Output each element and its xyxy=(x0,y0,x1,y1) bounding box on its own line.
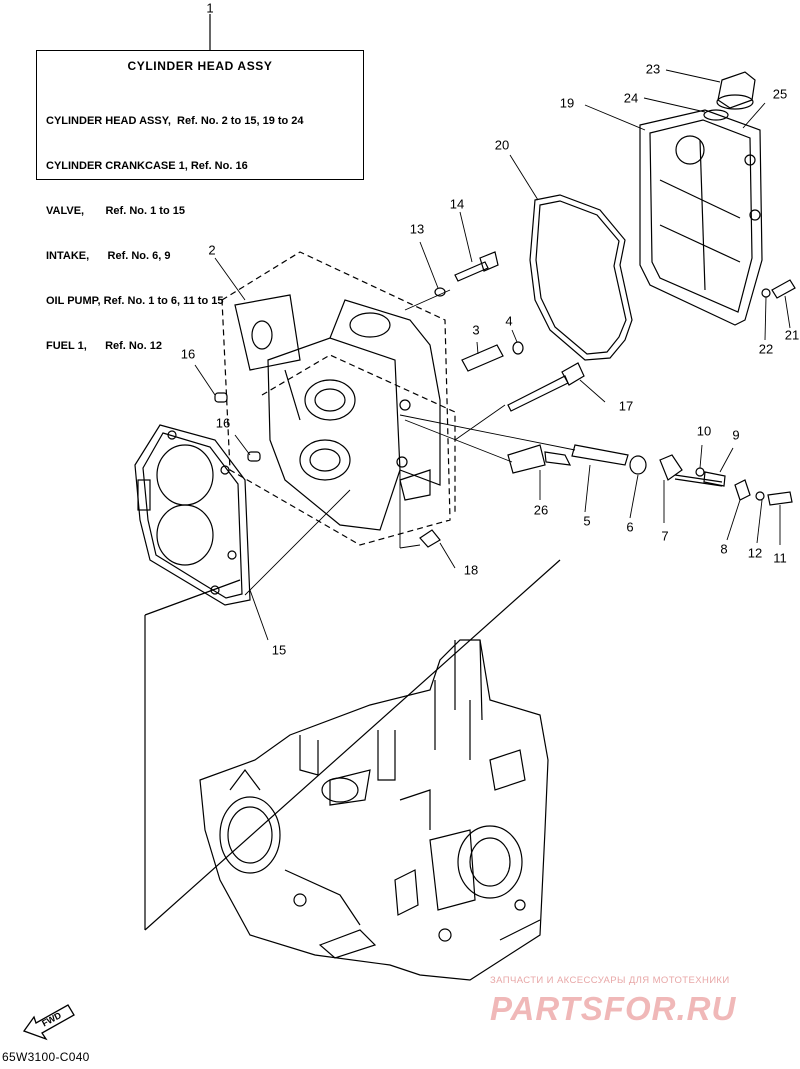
dowel-pin-lower xyxy=(247,451,261,462)
cap-4 xyxy=(512,341,524,355)
diagram-code: 65W3100-C040 xyxy=(2,1050,90,1064)
callout-14: 14 xyxy=(449,196,465,212)
leader-lines xyxy=(194,69,791,641)
watermark-tagline: ЗАПЧАСТИ И АКСЕССУАРЫ ДЛЯ МОТОТЕХНИКИ xyxy=(490,975,730,986)
callout-20: 20 xyxy=(494,137,510,153)
callout-1: 1 xyxy=(206,0,214,16)
bolt-14 xyxy=(454,261,489,282)
bolt-17 xyxy=(507,375,569,412)
legend-box: CYLINDER HEAD ASSY CYLINDER HEAD ASSY, R… xyxy=(36,50,364,352)
callout-17: 17 xyxy=(618,398,634,414)
fwd-arrow-icon: FWD xyxy=(22,1004,75,1041)
callout-15: 15 xyxy=(271,642,287,658)
cover-gasket xyxy=(529,194,633,361)
alignment-line-right xyxy=(144,559,561,931)
spark-plug xyxy=(507,444,546,474)
watermark-logo: PARTSFOR.RU xyxy=(490,990,737,1027)
legend-title: CYLINDER HEAD ASSY xyxy=(127,59,273,73)
alignment-line-top xyxy=(144,579,241,616)
dowel-pin-upper xyxy=(214,392,228,403)
callout-19: 19 xyxy=(559,95,575,111)
washer-22 xyxy=(761,288,771,298)
callout-12: 12 xyxy=(747,545,763,561)
fwd-arrow-badge: FWD xyxy=(20,995,80,1048)
legend-lines: CYLINDER HEAD ASSY, Ref. No. 2 to 15, 19… xyxy=(46,84,304,384)
callout-2: 2 xyxy=(208,242,216,258)
callout-6: 6 xyxy=(626,519,634,535)
callout-16-lower: 16 xyxy=(215,415,231,431)
crankcase-block xyxy=(199,639,549,981)
head-group-dashed-outline xyxy=(221,251,451,546)
o-ring xyxy=(703,109,729,121)
callout-16-upper: 16 xyxy=(180,346,196,362)
callout-5: 5 xyxy=(583,513,591,529)
rod-5 xyxy=(571,444,629,466)
callout-8: 8 xyxy=(720,541,728,557)
washer-10 xyxy=(695,467,705,477)
bolt-18 xyxy=(419,529,441,548)
sleeve-3 xyxy=(461,344,504,372)
callout-26: 26 xyxy=(533,502,549,518)
callout-22: 22 xyxy=(758,341,774,357)
callout-4: 4 xyxy=(505,313,513,329)
callout-23: 23 xyxy=(645,61,661,77)
callout-13: 13 xyxy=(409,221,425,237)
cylinder-head-cover xyxy=(639,109,763,326)
callout-3: 3 xyxy=(472,322,480,338)
head-gasket xyxy=(134,424,251,606)
legend-line: OIL PUMP, Ref. No. 1 to 6, 11 to 15 xyxy=(46,295,224,307)
bolt-21 xyxy=(771,279,796,299)
legend-line: VALVE, Ref. No. 1 to 15 xyxy=(46,205,185,217)
legend-line: CYLINDER CRANKCASE 1, Ref. No. 16 xyxy=(46,160,248,172)
callout-11: 11 xyxy=(773,550,787,566)
bolt-9 xyxy=(703,471,726,487)
screw-11 xyxy=(767,491,793,506)
legend-line: FUEL 1, Ref. No. 12 xyxy=(46,340,162,352)
seal-6 xyxy=(629,455,647,475)
callout-7: 7 xyxy=(661,528,669,544)
housing-7 xyxy=(659,454,683,481)
callout-9: 9 xyxy=(732,427,740,443)
oil-filler-cap xyxy=(716,71,756,110)
cylinder-head xyxy=(234,294,441,531)
callout-21: 21 xyxy=(784,327,800,343)
legend-line: CYLINDER HEAD ASSY, Ref. No. 2 to 15, 19… xyxy=(46,115,304,127)
callout-18: 18 xyxy=(463,562,479,578)
callout-25: 25 xyxy=(772,86,788,102)
callout-24: 24 xyxy=(623,90,639,106)
clip-8 xyxy=(734,479,751,501)
callout-10: 10 xyxy=(696,423,712,439)
washer-12 xyxy=(755,491,765,501)
legend-line: INTAKE, Ref. No. 6, 9 xyxy=(46,250,171,262)
